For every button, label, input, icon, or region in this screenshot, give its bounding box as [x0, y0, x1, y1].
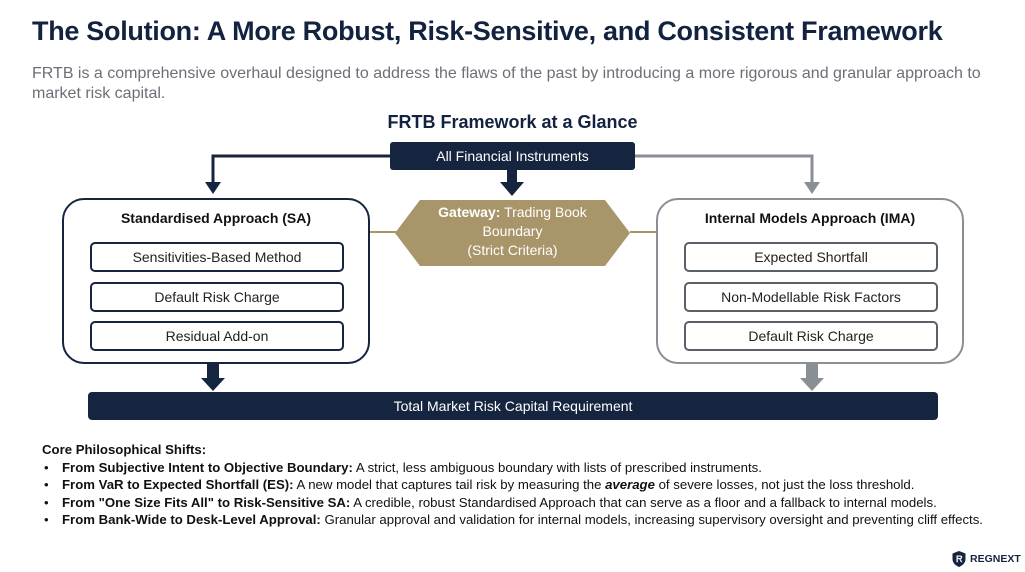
sa-item: Default Risk Charge	[90, 282, 344, 312]
shifts-title: Core Philosophical Shifts:	[42, 442, 207, 457]
gateway-label: Gateway: Trading Book Boundary (Strict C…	[420, 203, 605, 260]
core-shifts: Core Philosophical Shifts: • From Subjec…	[42, 441, 1002, 529]
sa-title: Standardised Approach (SA)	[120, 210, 312, 226]
connector-to-sa	[211, 154, 390, 182]
shift-lead: From VaR to Expected Shortfall (ES):	[62, 477, 294, 492]
connector-to-gateway-stem	[507, 170, 517, 182]
shield-icon	[952, 551, 966, 567]
sa-item: Residual Add-on	[90, 321, 344, 351]
shift-text: A strict, less ambiguous boundary with l…	[352, 459, 762, 475]
sa-down-stem	[207, 364, 219, 380]
gateway-line-3: (Strict Criteria)	[467, 242, 558, 258]
ima-item: Expected Shortfall	[684, 242, 938, 272]
shift-text: A new model that captures tail risk by m…	[293, 477, 606, 492]
ima-down-stem	[806, 364, 818, 380]
ima-down-arrow	[800, 378, 824, 391]
gateway-line-1: Trading Book	[504, 204, 587, 220]
gateway-prefix: Gateway:	[438, 204, 501, 220]
shift-lead: From "One Size Fits All" to Risk-Sensiti…	[62, 494, 351, 510]
shift-text: A credible, robust Standardised Approach…	[350, 494, 937, 510]
page-subtitle: FRTB is a comprehensive overhaul designe…	[32, 65, 981, 102]
sa-down-arrow	[201, 378, 225, 391]
shift-emphasis: average	[605, 477, 655, 492]
frtb-diagram: FRTB Framework at a Glance All Financial…	[62, 112, 964, 420]
diagram-connectors	[201, 154, 824, 391]
gateway-line-2: Boundary	[482, 223, 543, 239]
shift-item: • From Subjective Intent to Objective Bo…	[42, 459, 1002, 477]
brand-name: REGNEXT	[970, 553, 1021, 565]
ima-panel: Internal Models Approach (IMA) Expected …	[656, 198, 964, 364]
shift-text: of severe losses, not just the loss thre…	[654, 477, 915, 492]
bullet: •	[44, 494, 49, 510]
ima-item: Default Risk Charge	[684, 321, 938, 351]
arrow-to-ima	[804, 182, 820, 194]
connector-to-ima	[635, 154, 814, 182]
bullet: •	[44, 512, 49, 527]
shift-item: • From VaR to Expected Shortfall (ES): A…	[42, 476, 1002, 494]
ima-item: Non-Modellable Risk Factors	[684, 282, 938, 312]
bullet: •	[44, 459, 49, 475]
brand-logo: REGNEXT	[952, 551, 1021, 567]
sa-item: Sensitivities-Based Method	[90, 242, 344, 272]
arrow-to-sa	[205, 182, 221, 194]
bullet: •	[44, 477, 49, 492]
ima-title: Internal Models Approach (IMA)	[704, 210, 916, 226]
gateway-hexagon	[395, 200, 630, 266]
shift-item: • From Bank-Wide to Desk-Level Approval:…	[42, 511, 1002, 529]
shift-text: Granular approval and validation for int…	[320, 512, 983, 527]
shift-lead: From Bank-Wide to Desk-Level Approval:	[62, 512, 321, 527]
sa-panel: Standardised Approach (SA) Sensitivities…	[62, 198, 370, 364]
shift-item: • From "One Size Fits All" to Risk-Sensi…	[42, 494, 1002, 512]
shift-lead: From Subjective Intent to Objective Boun…	[62, 459, 353, 475]
page-title: The Solution: A More Robust, Risk-Sensit…	[32, 16, 943, 46]
all-instruments-box: All Financial Instruments	[390, 142, 635, 170]
diagram-title: FRTB Framework at a Glance	[387, 112, 638, 132]
total-capital-box: Total Market Risk Capital Requirement	[88, 392, 938, 420]
arrow-to-gateway	[500, 182, 524, 196]
